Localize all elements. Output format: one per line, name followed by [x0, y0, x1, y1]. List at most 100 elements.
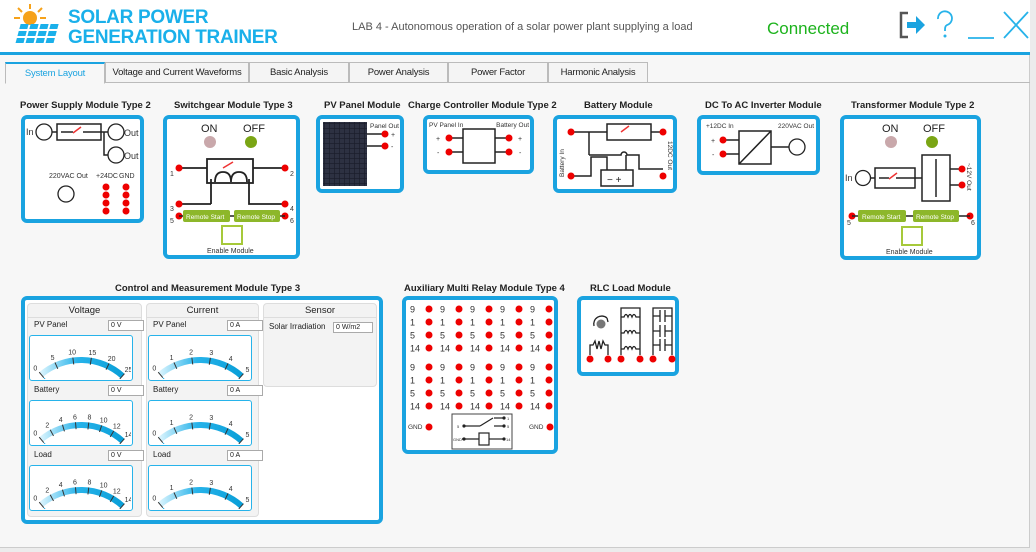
relay-terminal[interactable] — [485, 402, 493, 410]
tf-remote-stop-button[interactable] — [913, 210, 959, 222]
tab-system-layout[interactable]: System Layout — [5, 62, 105, 84]
help-icon[interactable] — [933, 10, 957, 40]
relay-terminal[interactable] — [455, 363, 463, 371]
relay-terminal[interactable] — [515, 402, 523, 410]
gauge-tick-label: 5 — [246, 497, 250, 504]
battery-title: Battery Module — [584, 100, 653, 111]
relay-terminal[interactable] — [425, 344, 433, 352]
sg-remote-start-button[interactable] — [183, 210, 230, 222]
rlc-terminals[interactable] — [586, 355, 676, 363]
ps-out2-socket[interactable] — [107, 146, 125, 164]
relay-gnd-right[interactable] — [546, 423, 554, 431]
gauge-tick-label: 20 — [108, 356, 116, 363]
rlc-knob-icon[interactable] — [596, 319, 606, 329]
ps-ac-socket[interactable] — [57, 185, 75, 203]
relay-terminal[interactable] — [425, 402, 433, 410]
tab-power-factor[interactable]: Power Factor — [448, 62, 548, 83]
gauge-tick — [98, 425, 103, 433]
ps-out1-socket[interactable] — [107, 123, 125, 141]
battery-out-label: 12DC Out — [666, 141, 673, 170]
relay-pin-label: 1 — [410, 318, 415, 328]
rd-14: 14 — [506, 437, 511, 442]
relay-terminal[interactable] — [545, 331, 553, 339]
relay-terminal[interactable] — [455, 376, 463, 384]
gauge-tick — [74, 487, 77, 495]
ps-in-socket[interactable] — [35, 123, 53, 141]
gauge-tick-label: 0 — [33, 496, 37, 503]
relay-terminal[interactable] — [455, 318, 463, 326]
gauge-tick-label: 10 — [68, 350, 76, 357]
relay-terminal[interactable] — [485, 344, 493, 352]
gauge-tick — [49, 429, 54, 437]
relay-terminal[interactable] — [515, 331, 523, 339]
relay-terminal[interactable] — [545, 363, 553, 371]
relay-terminal[interactable] — [485, 331, 493, 339]
relay-terminal[interactable] — [425, 331, 433, 339]
relay-terminal[interactable] — [455, 305, 463, 313]
ps-terminals[interactable] — [102, 183, 130, 215]
relay-terminal[interactable] — [515, 389, 523, 397]
gauge-tick — [119, 373, 125, 380]
relay-terminal[interactable] — [515, 318, 523, 326]
gauge-tick-label: 4 — [229, 421, 233, 428]
tab-voltage-current-waveforms[interactable]: Voltage and Current Waveforms — [105, 62, 249, 83]
gauge-needle — [161, 506, 180, 527]
relay-terminal[interactable] — [545, 376, 553, 384]
gauge-tick — [87, 487, 90, 495]
charge-controller-module[interactable]: PV Panel In Battery Out +-+- — [423, 115, 534, 174]
relay-terminal[interactable] — [515, 376, 523, 384]
relay-pin-label: 5 — [500, 331, 505, 341]
inv-ac-socket[interactable] — [788, 138, 806, 156]
gauge-tick — [98, 490, 103, 498]
relay-terminal[interactable] — [425, 376, 433, 384]
relay-terminal[interactable] — [515, 344, 523, 352]
tab-harmonic-analysis[interactable]: Harmonic Analysis — [548, 62, 648, 83]
relay-pin-label: 14 — [470, 344, 480, 354]
rlc-load-module[interactable] — [577, 296, 679, 376]
relay-terminal[interactable] — [485, 363, 493, 371]
sg-enable-checkbox[interactable] — [221, 225, 243, 245]
transformer-module[interactable]: ON OFF In ~12V Out Remote Start Remote S… — [840, 115, 981, 260]
tf-enable-checkbox[interactable] — [901, 226, 923, 246]
relay-terminal[interactable] — [425, 318, 433, 326]
power-supply-module[interactable]: In Out Out 220VAC Out +24DC GND — [21, 115, 144, 223]
relay-terminal[interactable] — [545, 305, 553, 313]
charge-controller-title: Charge Controller Module Type 2 — [408, 100, 557, 111]
relay-terminal[interactable] — [515, 305, 523, 313]
relay-terminal[interactable] — [545, 389, 553, 397]
relay-terminal[interactable] — [425, 363, 433, 371]
relay-pin-label: 9 — [470, 305, 475, 315]
relay-gnd-left[interactable] — [425, 423, 433, 431]
relay-terminal[interactable] — [485, 389, 493, 397]
inverter-module[interactable]: +12DC In 220VAC Out +- — [697, 115, 820, 175]
relay-terminal[interactable] — [485, 305, 493, 313]
relay-pin-label: 14 — [410, 402, 420, 412]
relay-terminal[interactable] — [425, 389, 433, 397]
relay-terminal[interactable] — [455, 389, 463, 397]
close-icon[interactable] — [1002, 10, 1030, 40]
relay-terminal[interactable] — [545, 318, 553, 326]
battery-module[interactable]: − + Battery In 12DC Out — [553, 115, 677, 193]
minimize-icon[interactable] — [967, 10, 995, 40]
relay-terminal[interactable] — [425, 305, 433, 313]
tf-remote-start-button[interactable] — [858, 210, 906, 222]
relay-terminal[interactable] — [545, 344, 553, 352]
gauge-tick-label: 14 — [125, 497, 131, 504]
pv-panel-module[interactable]: Panel Out +- — [316, 115, 404, 193]
relay-terminal[interactable] — [455, 331, 463, 339]
relay-terminal[interactable] — [455, 344, 463, 352]
sg-remote-stop-button[interactable] — [234, 210, 280, 222]
relay-terminal[interactable] — [545, 402, 553, 410]
relay-diagram — [451, 413, 513, 450]
inv-minus: - — [712, 152, 715, 159]
relay-terminal[interactable] — [485, 318, 493, 326]
relay-terminal[interactable] — [515, 363, 523, 371]
relay-terminal[interactable] — [455, 402, 463, 410]
tab-power-analysis[interactable]: Power Analysis — [349, 62, 448, 83]
relay-terminal[interactable] — [485, 376, 493, 384]
sg-remote-start-label: Remote Start — [186, 214, 224, 221]
logout-icon[interactable] — [898, 10, 928, 40]
tab-basic-analysis[interactable]: Basic Analysis — [249, 62, 349, 83]
